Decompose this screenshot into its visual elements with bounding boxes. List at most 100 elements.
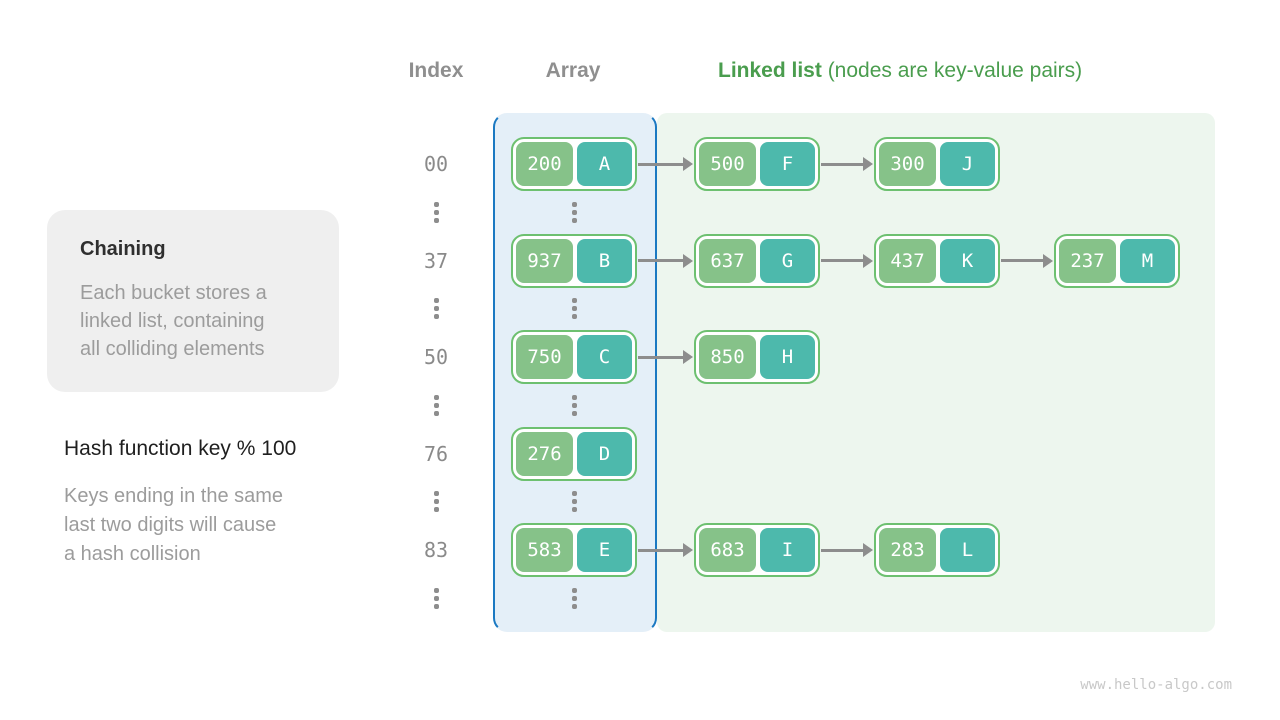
index-label: 50	[423, 345, 449, 369]
arrow-icon	[821, 157, 873, 171]
key-cell: 283	[879, 528, 936, 572]
vertical-ellipsis-icon	[571, 491, 577, 513]
key-cell: 637	[699, 238, 756, 283]
vertical-ellipsis-icon	[571, 298, 577, 320]
index-label: 76	[423, 441, 449, 466]
arrow-line	[638, 355, 685, 359]
arrow-icon	[821, 253, 873, 268]
value-cell: K	[940, 238, 995, 283]
vertical-ellipsis-icon	[571, 394, 577, 416]
dot	[433, 402, 439, 408]
dot	[571, 209, 577, 215]
key-cell: 437	[879, 238, 936, 283]
vertical-ellipsis-icon	[433, 587, 439, 609]
linked-list-header-label: Linked list	[718, 59, 822, 82]
arrow-head	[683, 543, 693, 557]
index-label: 37	[423, 248, 449, 273]
arrow-head	[683, 157, 693, 171]
value-cell: B	[577, 238, 632, 283]
vertical-ellipsis-icon	[571, 201, 577, 223]
vertical-ellipsis-icon	[571, 587, 577, 609]
linked-list-column-header: Linked list (nodes are key-value pairs)	[718, 57, 1082, 85]
chaining-description: Each bucket stores a linked list, contai…	[80, 282, 267, 360]
dot	[571, 499, 577, 505]
value-cell: J	[940, 142, 995, 186]
key-cell: 237	[1059, 238, 1116, 283]
dot	[433, 507, 439, 513]
dot	[571, 217, 577, 223]
chaining-title: Chaining	[80, 238, 166, 260]
key-cell: 300	[879, 142, 936, 186]
arrow-icon	[821, 543, 873, 557]
index-label: 83	[423, 538, 449, 562]
arrow-line	[1001, 259, 1045, 262]
arrow-head	[863, 253, 873, 268]
watermark: www.hello-algo.com	[1080, 677, 1232, 693]
arrow-line	[638, 548, 685, 552]
vertical-ellipsis-icon	[433, 298, 439, 320]
arrow-icon	[638, 350, 693, 364]
dot	[433, 491, 439, 497]
arrow-head	[1043, 253, 1053, 268]
value-cell: H	[760, 335, 815, 379]
arrow-line	[821, 162, 865, 166]
dot	[571, 394, 577, 400]
dot	[571, 410, 577, 416]
arrow-line	[821, 548, 865, 552]
hash-function-description: Keys ending in the same last two digits …	[64, 485, 284, 565]
dot	[433, 587, 439, 593]
value-cell: A	[577, 142, 632, 186]
dot	[433, 410, 439, 416]
dot	[433, 499, 439, 505]
dot	[433, 314, 439, 320]
arrow-icon	[638, 253, 693, 268]
key-cell: 200	[516, 142, 573, 186]
dot	[571, 201, 577, 207]
value-cell: G	[760, 238, 815, 283]
key-cell: 937	[516, 238, 573, 283]
key-cell: 276	[516, 431, 573, 476]
arrow-line	[638, 259, 685, 262]
dot	[571, 298, 577, 304]
key-cell: 850	[699, 335, 756, 379]
value-cell: E	[577, 528, 632, 572]
dot	[433, 603, 439, 609]
chaining-callout: Chaining Each bucket stores a linked lis…	[47, 210, 339, 392]
array-column-header: Array	[545, 59, 601, 82]
arrow-icon	[638, 543, 693, 557]
dot	[571, 306, 577, 312]
dot	[433, 394, 439, 400]
arrow-head	[683, 350, 693, 364]
hash-function-title: Hash function key % 100	[64, 437, 297, 460]
dot	[433, 298, 439, 304]
vertical-ellipsis-icon	[433, 491, 439, 513]
key-cell: 583	[516, 528, 573, 572]
arrow-icon	[638, 157, 693, 171]
vertical-ellipsis-icon	[433, 394, 439, 416]
vertical-ellipsis-icon	[433, 201, 439, 223]
arrow-head	[863, 543, 873, 557]
arrow-line	[821, 259, 865, 262]
value-cell: L	[940, 528, 995, 572]
dot	[433, 217, 439, 223]
key-cell: 750	[516, 335, 573, 379]
arrow-icon	[1001, 253, 1053, 268]
dot	[571, 507, 577, 513]
dot	[571, 491, 577, 497]
linked-list-header-note: (nodes are key-value pairs)	[821, 59, 1083, 82]
value-cell: D	[577, 431, 632, 476]
